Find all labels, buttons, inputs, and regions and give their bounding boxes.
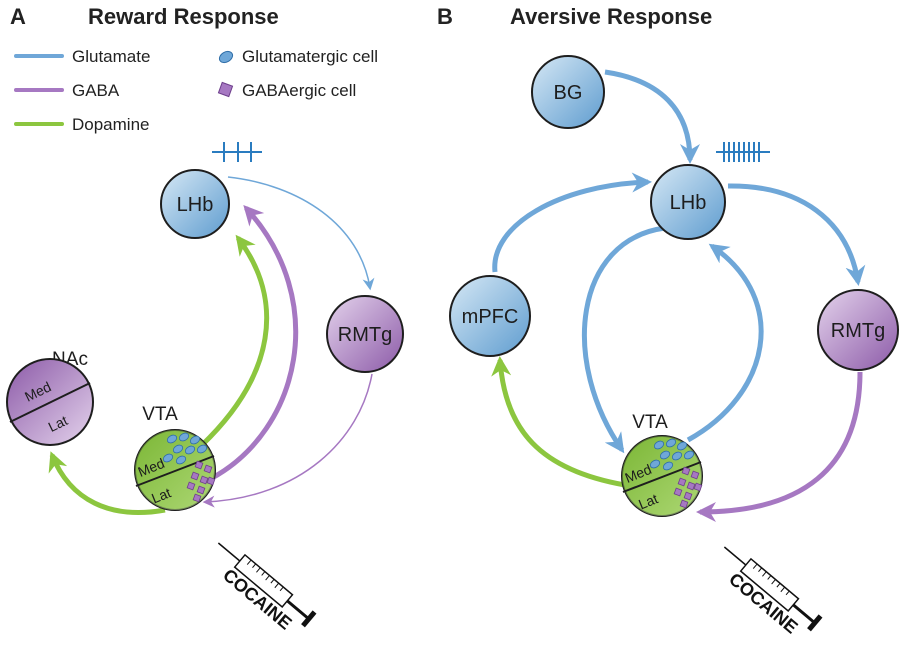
node-b-vta-label: VTA <box>632 412 668 433</box>
node-b-vta-glutamatergic-cells <box>649 438 695 471</box>
node-b-mpfc-label: mPFC <box>462 306 519 328</box>
node-a-vta-glutamatergic-cells <box>162 432 208 465</box>
panel-b-arrows <box>491 69 866 522</box>
arrow-lhb-to-rmtg <box>227 176 375 291</box>
node-b-bg-label: BG <box>554 82 583 104</box>
panel-a-spike-train <box>212 142 262 162</box>
node-b-vta: VTA <box>621 412 703 517</box>
node-a-rmtg: RMTg <box>326 295 404 373</box>
panel-b-title: Aversive Response <box>510 4 712 29</box>
arrow-vta-to-lhb <box>686 243 764 443</box>
panel-b-letter: B <box>437 4 453 29</box>
arrow-vta-to-lhb-dopamine <box>200 234 270 447</box>
node-a-vta-label: VTA <box>142 404 178 425</box>
arrow-mpfc-to-lhb <box>492 172 652 273</box>
panel-b-spike-train <box>716 142 770 162</box>
node-b-lhb: LHb <box>650 164 726 240</box>
arrow-rmtg-to-vta <box>202 373 373 508</box>
legend: Glutamate GABA Dopamine Glutamatergic ce… <box>14 47 378 134</box>
legend-glut-cell-label: Glutamatergic cell <box>242 47 378 66</box>
node-b-bg: BG <box>531 55 605 129</box>
arrow-bg-to-lhb <box>604 69 700 164</box>
syringe-a-icon: COCAINE <box>217 542 317 634</box>
node-b-vta-gabaergic-cells <box>673 466 703 509</box>
legend-dopamine-label: Dopamine <box>72 115 150 134</box>
legend-glutamate-label: Glutamate <box>72 47 150 66</box>
arrow-lhb-to-rmtg <box>727 183 866 286</box>
node-b-lhb-label: LHb <box>670 192 707 214</box>
node-a-vta: VTA <box>134 404 216 511</box>
node-a-lhb-label: LHb <box>177 194 214 216</box>
arrow-rmtg-to-vta <box>696 371 863 522</box>
node-a-vta-lat-label: Lat <box>149 484 173 506</box>
node-a-rmtg-label: RMTg <box>338 324 392 346</box>
arrow-vta-to-nac <box>48 451 166 516</box>
node-b-vta-lat-label: Lat <box>636 490 660 512</box>
legend-glutamatergic-cell-icon <box>218 50 234 64</box>
node-b-rmtg-label: RMTg <box>831 320 885 342</box>
node-b-rmtg: RMTg <box>817 289 899 371</box>
node-a-vta-gabaergic-cells <box>186 460 216 503</box>
panel-a-arrows <box>48 176 375 516</box>
arrow-lhb-to-vta <box>581 225 666 454</box>
arrow-vta-to-lhb-gaba <box>210 205 299 481</box>
syringe-b-icon: COCAINE <box>723 546 823 638</box>
panel-a: A Reward Response Glutamate GABA Dopamin… <box>6 4 404 634</box>
node-a-nac: NAc Med Lat <box>6 349 94 446</box>
legend-gabaergic-cell-icon <box>217 81 234 98</box>
legend-gaba-label: GABA <box>72 81 120 100</box>
legend-gaba-cell-label: GABAergic cell <box>242 81 356 100</box>
panel-a-title: Reward Response <box>88 4 279 29</box>
node-a-nac-lat-label: Lat <box>46 412 71 435</box>
node-b-mpfc: mPFC <box>449 275 531 357</box>
panel-a-letter: A <box>10 4 26 29</box>
panel-b: B Aversive Response <box>437 4 899 638</box>
arrow-vta-to-mpfc <box>491 356 626 488</box>
node-a-lhb: LHb <box>160 169 230 239</box>
